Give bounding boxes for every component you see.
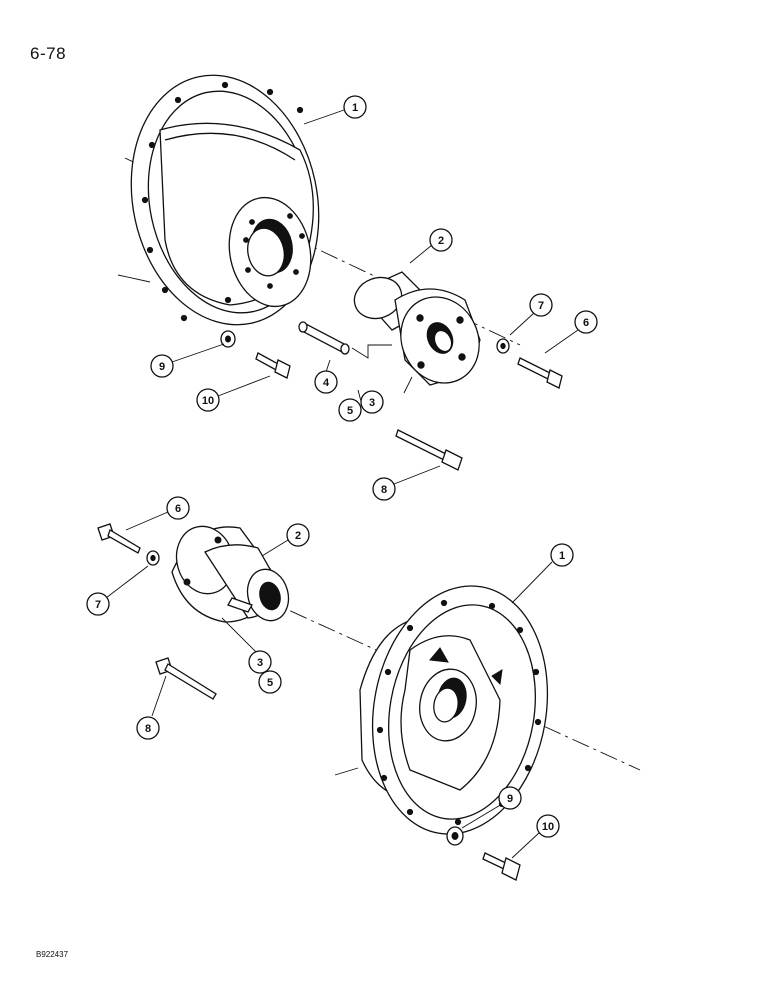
- svg-text:10: 10: [202, 395, 214, 407]
- svg-text:6: 6: [175, 503, 181, 515]
- bottom-bolt-part-8: [155, 657, 217, 700]
- top-callout-4: 4: [314, 370, 338, 394]
- bottom-callout-2: 2: [286, 523, 310, 547]
- top-bolt-part-8: [395, 429, 463, 471]
- top-assembly: 1 2 4 5 3 7 6: [117, 74, 598, 501]
- svg-text:7: 7: [538, 300, 544, 312]
- svg-text:8: 8: [145, 723, 151, 735]
- bottom-callout-3: 3: [248, 650, 272, 674]
- svg-text:2: 2: [438, 235, 444, 247]
- svg-text:9: 9: [507, 793, 513, 805]
- bottom-leader-lines: [105, 511, 553, 859]
- top-pin-part-4: [298, 321, 392, 359]
- svg-text:7: 7: [95, 599, 101, 611]
- bottom-callout-1: 1: [550, 543, 574, 567]
- top-washer-part-7: [496, 338, 510, 354]
- bottom-callout-8: 8: [136, 716, 160, 740]
- bottom-housing-ref-line: [334, 767, 359, 776]
- top-callout-9: 9: [150, 354, 174, 378]
- top-callout-2: 2: [429, 228, 453, 252]
- svg-text:4: 4: [323, 377, 330, 389]
- svg-text:2: 2: [295, 530, 301, 542]
- bottom-washer-part-7: [146, 550, 160, 566]
- svg-text:1: 1: [559, 550, 565, 562]
- top-callout-8: 8: [372, 477, 396, 501]
- svg-text:1: 1: [352, 102, 358, 114]
- bottom-callout-9: 9: [498, 786, 522, 810]
- top-callout-7: 7: [529, 293, 553, 317]
- bottom-callout-10: 10: [536, 814, 560, 838]
- svg-text:9: 9: [159, 361, 165, 373]
- bottom-callout-5: 5: [258, 670, 282, 694]
- svg-text:6: 6: [583, 317, 589, 329]
- svg-text:5: 5: [347, 405, 353, 417]
- top-callout-1: 1: [343, 95, 367, 119]
- svg-text:3: 3: [257, 657, 263, 669]
- bottom-bolt-part-10: [482, 852, 521, 881]
- svg-text:10: 10: [542, 821, 554, 833]
- svg-text:5: 5: [267, 677, 273, 689]
- svg-text:3: 3: [369, 397, 375, 409]
- top-callout-6: 6: [574, 310, 598, 334]
- top-bolt-part-10: [255, 352, 291, 379]
- top-washer-part-9: [220, 330, 236, 348]
- bottom-callout-7: 7: [86, 592, 110, 616]
- top-leader-lines: [171, 109, 579, 485]
- top-callout-3: 3: [360, 390, 384, 414]
- top-callout-5: 5: [338, 398, 362, 422]
- bottom-bolt-part-6: [97, 523, 141, 554]
- top-callout-10: 10: [196, 388, 220, 412]
- bottom-callout-6: 6: [166, 496, 190, 520]
- top-housing-part-1: [130, 74, 320, 326]
- svg-text:8: 8: [381, 484, 387, 496]
- bottom-washer-part-9: [446, 826, 464, 846]
- top-bolt-part-6: [517, 357, 563, 389]
- bottom-housing-part-1: [359, 585, 549, 835]
- page-number: 6-78: [30, 44, 67, 63]
- figure-code: B922437: [36, 950, 69, 959]
- bottom-assembly: 6 2 7 3 5 8 1: [86, 496, 641, 881]
- bottom-coupling-hub-part-2: [171, 525, 290, 623]
- top-coupling-hub-part-2: [353, 271, 481, 386]
- bottom-centerline: [261, 597, 641, 771]
- top-housing-ref-line: [117, 274, 151, 283]
